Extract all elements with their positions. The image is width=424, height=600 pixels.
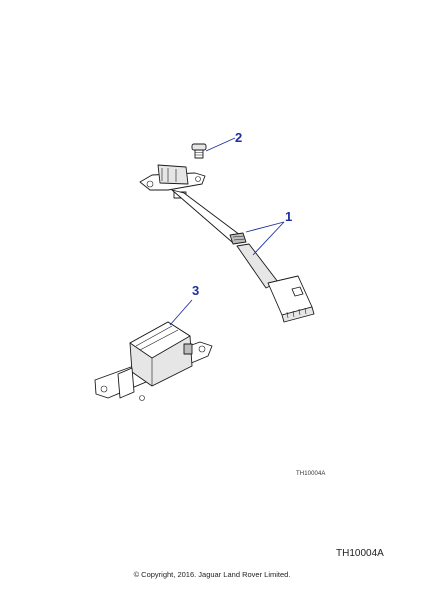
callout-1: 1 [285,209,292,224]
module-bracket-part [94,321,213,401]
leader-3 [169,299,193,326]
callout-2: 2 [235,130,242,145]
illustration-number: TH10004A [336,548,384,559]
callout-3: 3 [192,283,199,298]
leader-2 [205,137,236,152]
diagram-reference-label: TH10004A [296,471,326,477]
leader-lines [169,137,285,326]
screw-part [191,143,207,159]
sensor-harness-part [139,164,315,323]
leader-1b [252,221,285,256]
copyright-notice: © Copyright, 2016. Jaguar Land Rover Lim… [133,570,291,579]
leader-1a [245,221,285,233]
